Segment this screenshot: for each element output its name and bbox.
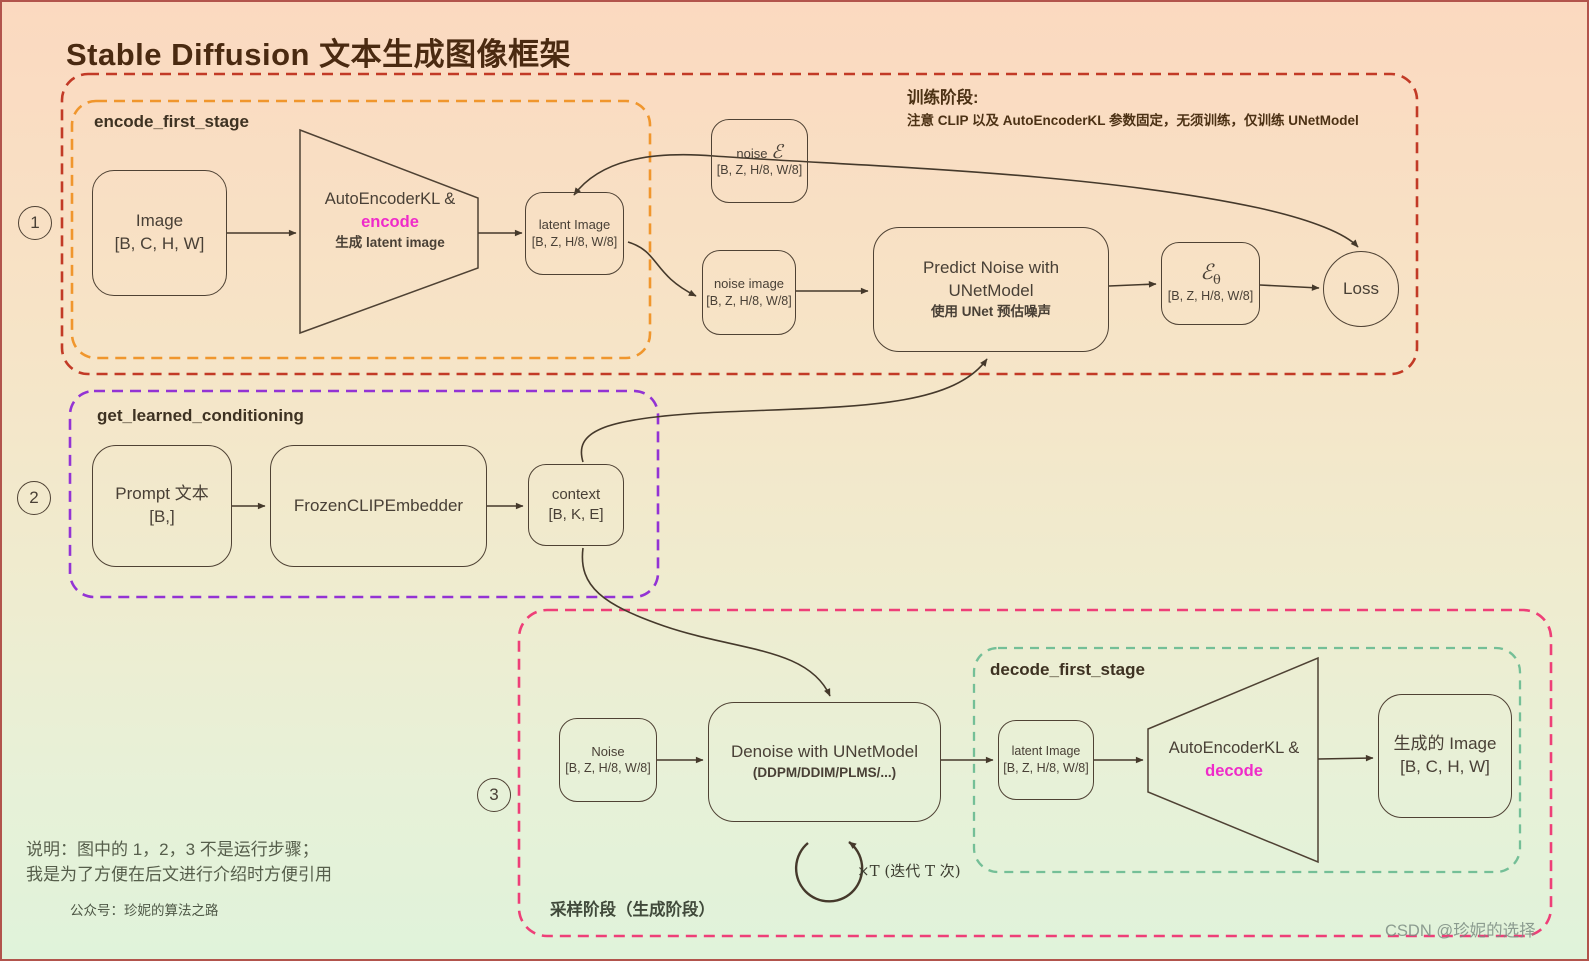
context-node: context [B, K, E] bbox=[528, 464, 624, 546]
denoise-line2: (DDPM/DDIM/PLMS/...) bbox=[752, 765, 897, 781]
eps-theta-symbol: ℰθ bbox=[1200, 260, 1221, 289]
image-node-label: Image bbox=[135, 211, 184, 231]
clip-embedder-node: FrozenCLIPEmbedder bbox=[270, 445, 487, 567]
training-group-frame bbox=[60, 72, 1419, 376]
arrow-predict-to-epstheta bbox=[1108, 281, 1157, 288]
latent-image-sample-node: latent Image [B, Z, H/8, W/8] bbox=[998, 720, 1094, 800]
context-dims: [B, K, E] bbox=[548, 506, 604, 523]
predict-line1: Predict Noise with bbox=[922, 258, 1060, 278]
generated-label: 生成的 Image bbox=[1393, 734, 1497, 754]
arrow-epstheta-to-loss bbox=[1259, 284, 1320, 291]
decoder-node-text: AutoEncoderKL & decode bbox=[1150, 737, 1318, 783]
latent-train-label: latent Image bbox=[538, 217, 611, 233]
curve-noise-to-latent-and-loss bbox=[573, 153, 1359, 248]
prompt-node: Prompt 文本 [B,] bbox=[92, 445, 232, 567]
encoder-line2: encode bbox=[361, 213, 419, 232]
footnote-line2: 我是为了方便在后文进行介绍时方便引用 bbox=[26, 865, 332, 884]
curve-context-to-predict bbox=[580, 358, 988, 463]
decode-group-label: decode_first_stage bbox=[990, 660, 1145, 679]
noise-sample-dims: [B, Z, H/8, W/8] bbox=[565, 761, 651, 776]
clip-label: FrozenCLIPEmbedder bbox=[293, 495, 464, 515]
noise-eps-node: noise ℰ [B, Z, H/8, W/8] bbox=[711, 119, 808, 203]
training-note: 注意 CLIP 以及 AutoEncoderKL 参数固定，无须训练，仅训练 U… bbox=[907, 113, 1359, 128]
csdn-watermark: CSDN @珍妮的选择 bbox=[1385, 922, 1536, 940]
step-badge-1: 1 bbox=[18, 206, 52, 240]
sampling-group-label: 采样阶段（生成阶段） bbox=[550, 901, 715, 919]
loop-iteration-label: ×T (迭代 T 次) bbox=[857, 862, 961, 880]
curve-context-to-denoise bbox=[581, 547, 831, 697]
step-badge-2: 2 bbox=[17, 481, 51, 515]
decoder-trapezoid bbox=[1147, 656, 1319, 864]
generated-dims: [B, C, H, W] bbox=[1400, 757, 1490, 776]
denoise-line1: Denoise with UNetModel bbox=[730, 742, 919, 762]
decoder-line1: AutoEncoderKL & bbox=[1168, 739, 1300, 757]
training-header: 训练阶段: bbox=[907, 89, 979, 107]
sampling-group-frame bbox=[517, 608, 1553, 938]
footnote: 说明：图中的 1，2，3 不是运行步骤； 我是为了方便在后文进行介绍时方便引用 bbox=[26, 837, 332, 887]
denoise-node: Denoise with UNetModel (DDPM/DDIM/PLMS/.… bbox=[708, 702, 941, 822]
noise-eps-label: noise ℰ bbox=[736, 140, 783, 163]
noise-eps-word: noise bbox=[736, 145, 768, 161]
image-node-dims: [B, C, H, W] bbox=[114, 234, 205, 253]
prompt-label: Prompt 文本 bbox=[115, 484, 209, 504]
noise-image-dims: [B, Z, H/8, W/8] bbox=[706, 293, 792, 308]
noise-sample-label: Noise bbox=[591, 743, 625, 759]
noise-image-node: noise image [B, Z, H/8, W/8] bbox=[702, 250, 796, 335]
arrow-decoder-to-generated bbox=[1317, 754, 1374, 762]
predict-line3: 使用 UNet 预估噪声 bbox=[930, 304, 1051, 320]
page-title: Stable Diffusion 文本生成图像框架 bbox=[66, 37, 572, 72]
encode-group-label: encode_first_stage bbox=[94, 112, 249, 131]
conditioning-group-label: get_learned_conditioning bbox=[97, 406, 304, 425]
eps-theta-e: ℰ bbox=[1200, 260, 1213, 285]
script-e-symbol: ℰ bbox=[771, 140, 783, 163]
curve-latent-to-noise-image bbox=[627, 241, 697, 297]
encoder-trapezoid bbox=[299, 128, 479, 335]
conditioning-group-frame bbox=[68, 389, 660, 599]
loss-node: Loss bbox=[1323, 251, 1399, 327]
denoise-loop-arc bbox=[794, 841, 864, 903]
noise-eps-dims: [B, Z, H/8, W/8] bbox=[716, 163, 803, 178]
latent-image-train-node: latent Image [B, Z, H/8, W/8] bbox=[525, 192, 624, 275]
noise-sample-node: Noise [B, Z, H/8, W/8] bbox=[559, 718, 657, 802]
encoder-node-text: AutoEncoderKL & encode 生成 latent image bbox=[302, 188, 478, 253]
latent-sample-label: latent Image bbox=[1011, 744, 1081, 759]
step-badge-3: 3 bbox=[477, 778, 511, 812]
encoder-line3: 生成 latent image bbox=[335, 235, 445, 251]
loss-label: Loss bbox=[1343, 278, 1379, 298]
predict-noise-node: Predict Noise with UNetModel 使用 UNet 预估噪… bbox=[873, 227, 1109, 352]
context-label: context bbox=[551, 485, 601, 503]
decoder-line2: decode bbox=[1205, 762, 1263, 781]
eps-theta-node: ℰθ [B, Z, H/8, W/8] bbox=[1161, 242, 1260, 325]
eps-theta-dims: [B, Z, H/8, W/8] bbox=[1167, 288, 1254, 303]
latent-sample-dims: [B, Z, H/8, W/8] bbox=[1003, 761, 1089, 775]
eps-theta-sub: θ bbox=[1212, 273, 1221, 289]
predict-line2: UNetModel bbox=[948, 281, 1034, 301]
encoder-line1: AutoEncoderKL & bbox=[324, 190, 456, 208]
noise-image-label: noise image bbox=[713, 276, 785, 292]
prompt-dims: [B,] bbox=[149, 507, 175, 526]
generated-image-node: 生成的 Image [B, C, H, W] bbox=[1378, 694, 1512, 818]
image-node: Image [B, C, H, W] bbox=[92, 170, 227, 296]
footnote-line1: 说明：图中的 1，2，3 不是运行步骤； bbox=[26, 840, 319, 859]
wechat-account-label: 公众号：珍妮的算法之路 bbox=[70, 903, 219, 918]
decode-group-frame bbox=[972, 646, 1522, 874]
latent-train-dims: [B, Z, H/8, W/8] bbox=[531, 234, 618, 249]
